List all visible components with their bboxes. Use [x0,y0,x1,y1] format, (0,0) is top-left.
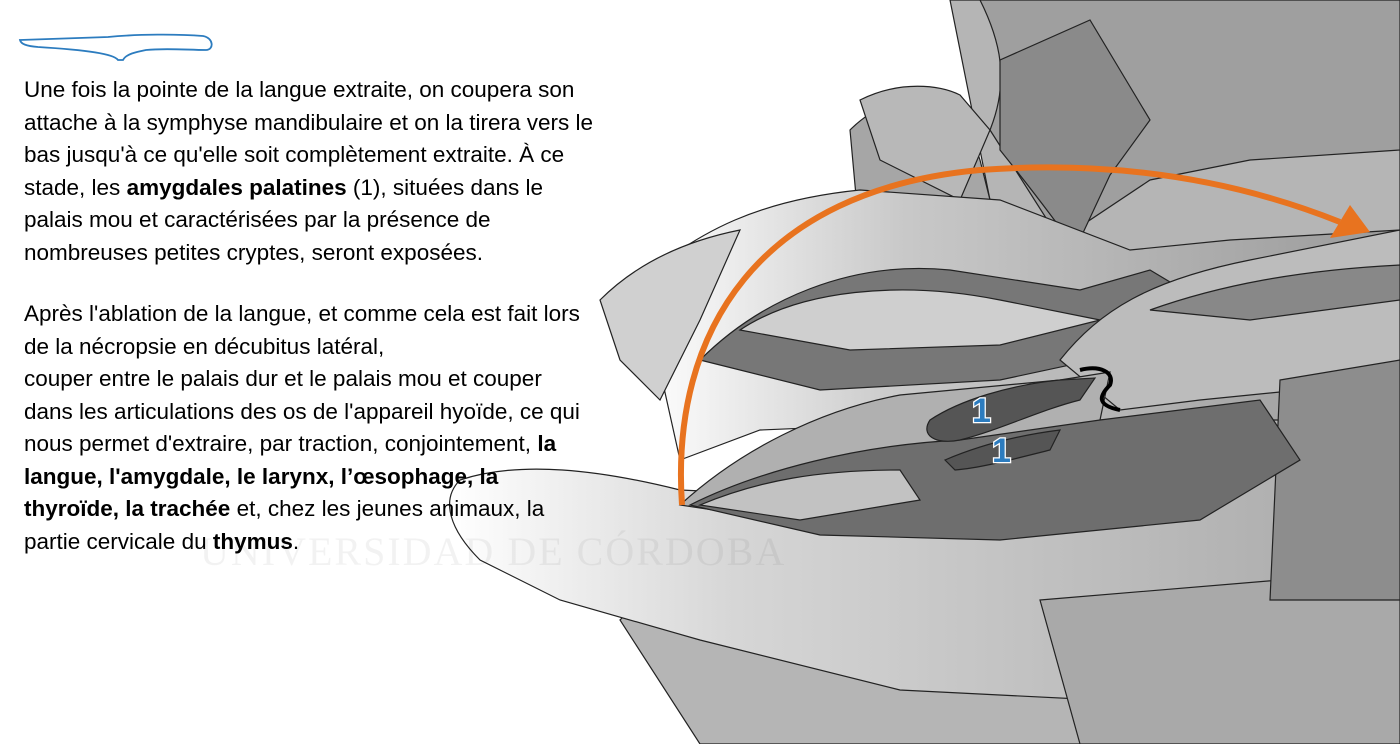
text: (1), situées dans le [346,174,544,200]
text-line: couper entre le palais dur et le palais … [24,366,542,391]
text: nous permet d'extraire, par traction, co… [24,431,538,456]
watermark: UNIVERSIDAD DE CÓRDOBA [200,529,787,574]
knife-icon [18,33,213,61]
text-line: Une fois la pointe de la langue extraite… [24,77,575,102]
bold-term: thyroïde, la trachée [24,496,231,521]
bold-term: thymus [212,528,293,554]
text-line: Après l'ablation de la langue, et comme … [24,301,580,326]
text-line: langue, l'amygdale, le larynx, l’œsophag… [24,461,580,494]
text-line: partie cervicale du thymus. [24,526,580,559]
cut-direction-arrow [678,164,1342,506]
text-line: bas jusqu'à ce qu'elle soit complètement… [24,142,565,167]
text: partie cervicale du [24,528,213,554]
bold-term: amygdales palatines [126,174,347,200]
text-line: thyroïde, la trachée et, chez les jeunes… [24,493,580,526]
text-line: nombreuses petites cryptes, seront expos… [24,239,483,265]
paragraph-organ-removal: Après l'ablation de la langue, et comme … [24,298,580,558]
text: . [292,528,300,554]
text-line: stade, les amygdales palatines (1), situ… [24,172,593,205]
text-line: dans les articulations des os de l'appar… [24,398,580,424]
bold-term: langue, l'amygdale, le larynx, l’œsophag… [24,463,499,489]
text-line: palais mou et caractérisées par la prése… [24,207,491,232]
paragraph-tongue-extraction: Une fois la pointe de la langue extraite… [24,74,593,269]
text: stade, les [24,174,127,200]
tonsil-label-1: 1 [972,392,991,430]
arrow-head [1330,205,1370,238]
text: et, chez les jeunes animaux, la [230,496,545,521]
tonsil-label-2: 1 [992,432,1011,470]
text-line: attache à la symphyse mandibulaire et on… [24,109,594,135]
text-line: nous permet d'extraire, par traction, co… [24,428,580,461]
text-line: de la nécropsie en décubitus latéral, [24,333,385,359]
bold-term: la [537,431,557,456]
anatomy-shapes [449,0,1400,744]
